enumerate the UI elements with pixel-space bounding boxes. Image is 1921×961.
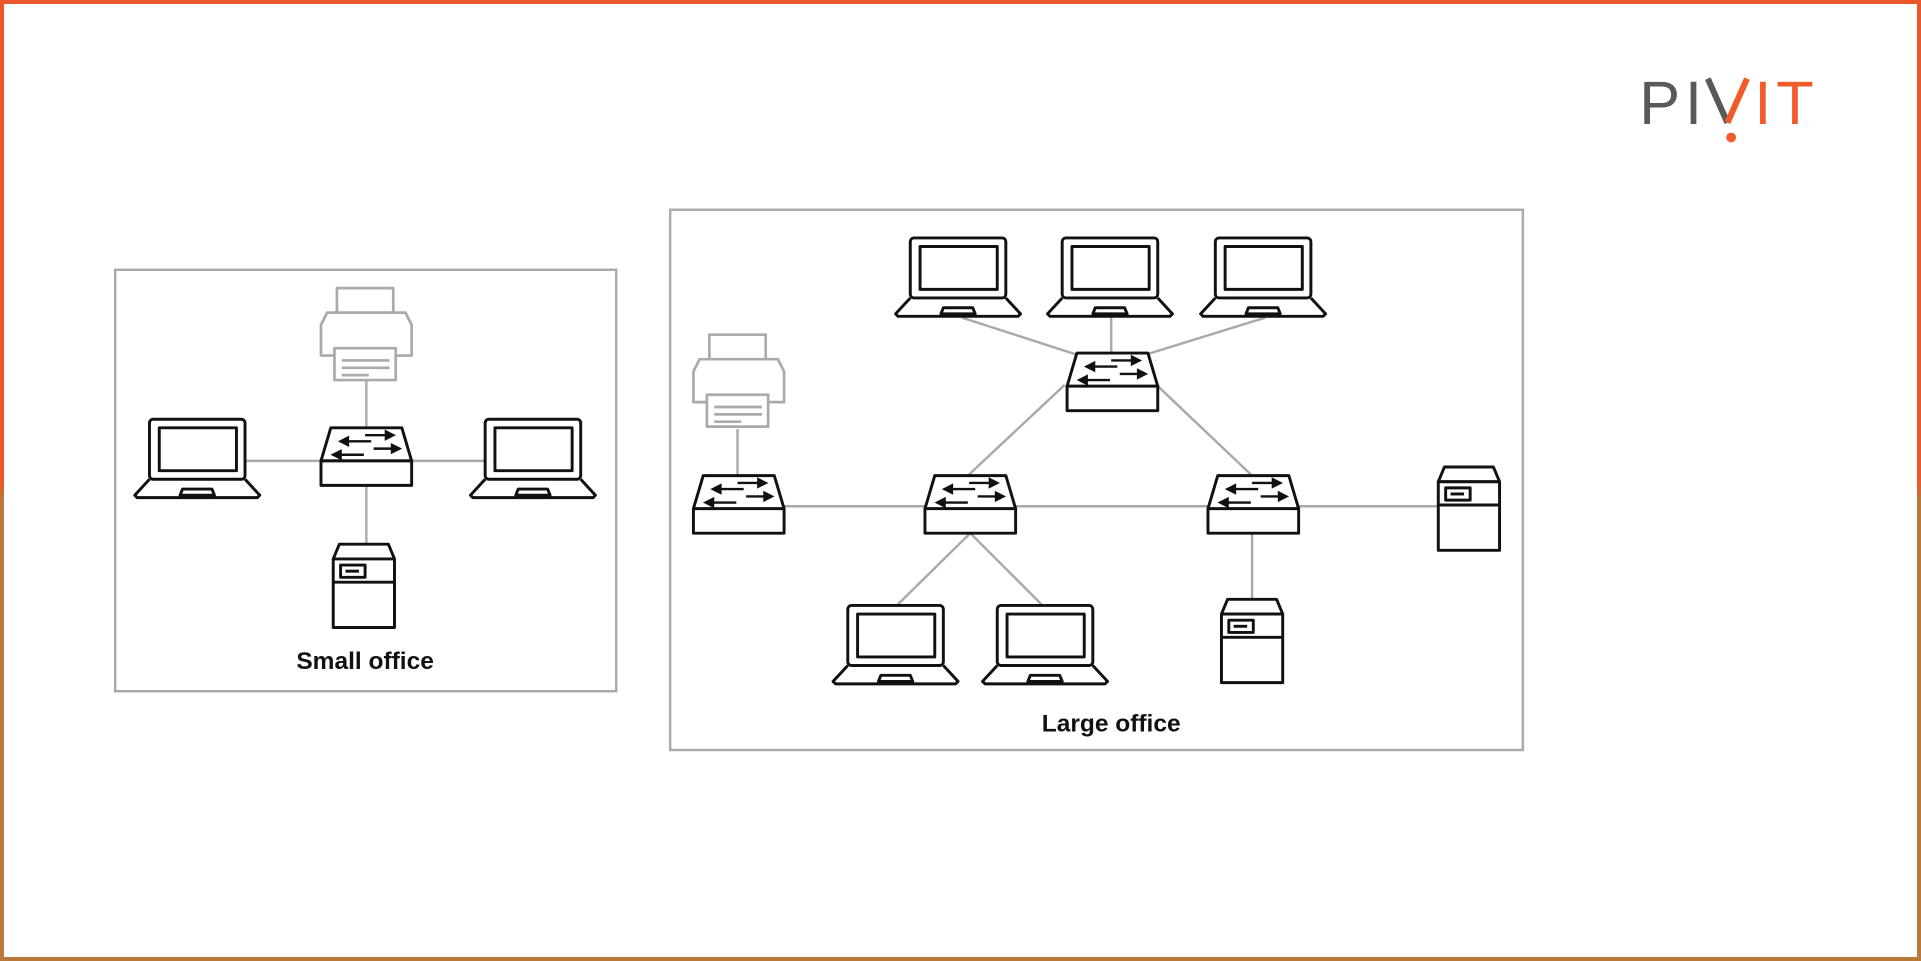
laptop-icon [468,417,597,500]
pivit-logo: PI IT [1639,69,1818,143]
logo-text-gray: PI [1639,69,1707,137]
link [897,532,972,606]
large-office-group: Large office [668,208,1525,752]
printer-icon [319,286,413,382]
link [969,532,1043,606]
small-office-box [113,268,618,693]
laptop-icon [894,236,1023,318]
link [967,384,1066,477]
laptop-icon [1046,236,1174,318]
laptop-icon [1199,236,1328,318]
link [1155,384,1253,477]
large-office-label: Large office [1042,711,1181,738]
small-office-label: Small office [296,648,434,675]
server-icon [1436,465,1502,552]
laptop-icon [831,603,960,686]
logo-text-orange: IT [1754,69,1818,137]
switch-icon [923,474,1018,535]
laptop-icon [133,417,262,500]
large-office-links [736,316,1438,606]
logo-dot [1726,132,1737,143]
logo-v-right [1724,77,1750,125]
link [961,316,1077,356]
small-office-group: Small office [113,268,618,693]
logo-v-left [1705,77,1731,125]
switch-icon [1206,474,1301,535]
server-icon [1219,597,1285,685]
large-office-box [668,208,1525,752]
switch-icon [1065,351,1160,413]
small-office-links [246,380,487,543]
laptop-icon [981,603,1109,686]
server-icon [331,542,396,629]
link [1146,316,1266,356]
printer-icon [692,333,786,428]
switch-icon [319,426,414,487]
switch-icon [691,474,786,535]
